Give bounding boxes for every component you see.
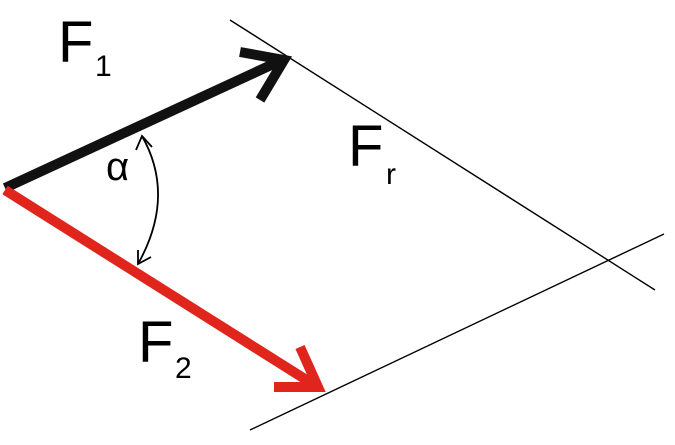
angle-arc-arrowhead-bottom (137, 250, 152, 266)
alpha-label: α (106, 145, 129, 189)
construction-line-through-f1-tip (229, 19, 656, 291)
f2-vector-shaft (2, 185, 319, 391)
f2-vector (2, 185, 326, 392)
f1-vector (2, 47, 293, 193)
f1-vector-shaft (2, 55, 285, 193)
f2-vector-arrowhead (274, 344, 326, 392)
f1-label: F 1 (58, 10, 112, 83)
fr-label: F r (348, 114, 396, 191)
construction-line-through-f2-tip (249, 233, 665, 431)
f2-label: F 2 (138, 310, 192, 385)
f1-vector-arrowhead (239, 47, 293, 103)
angle-arc-arrowhead-top (135, 134, 153, 151)
angle-alpha-arc (135, 134, 159, 266)
angle-arc-curve (137, 135, 159, 265)
